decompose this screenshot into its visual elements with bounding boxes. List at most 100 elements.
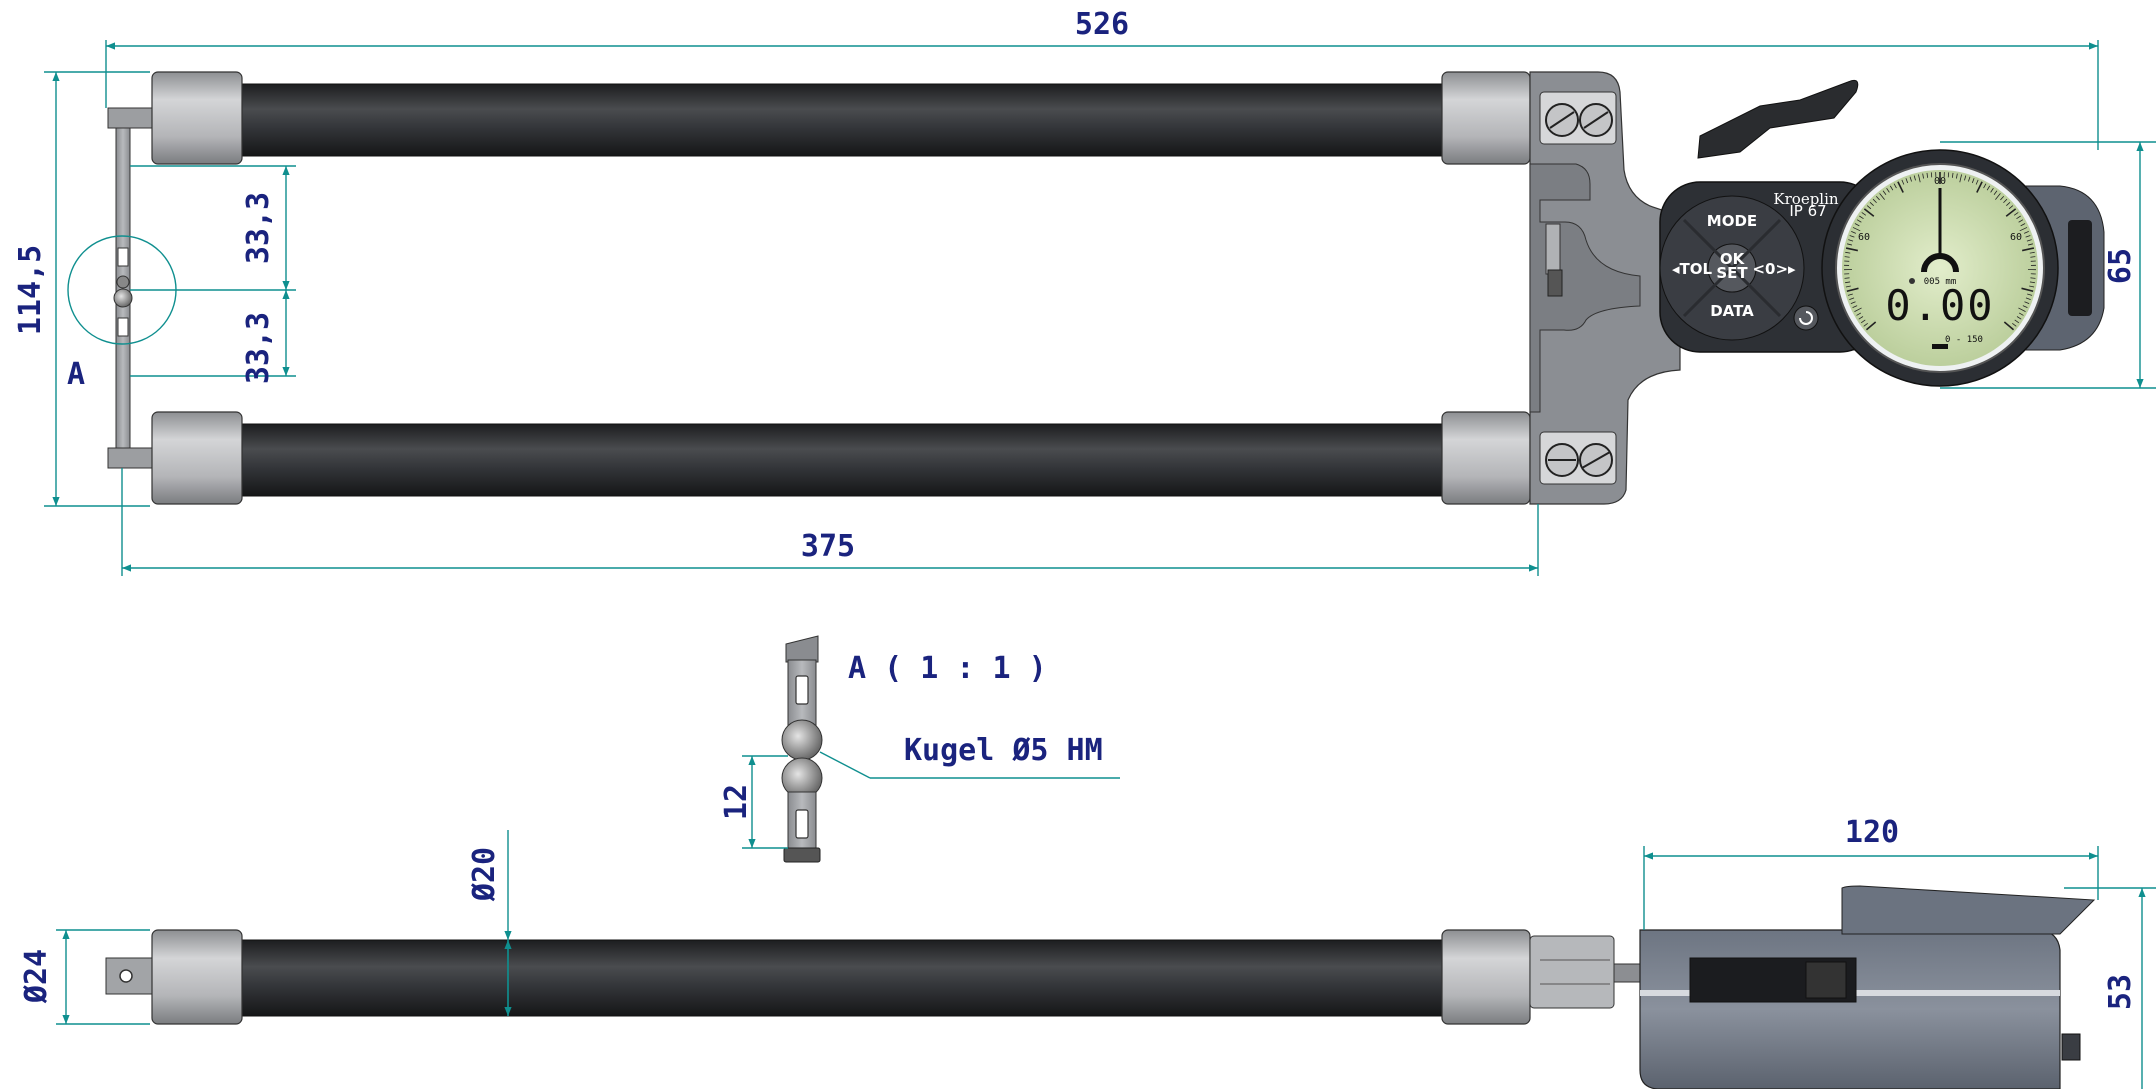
dial-tick — [1893, 183, 1897, 189]
dial-tick — [1845, 281, 1851, 284]
detail-marker-a: A — [67, 235, 177, 392]
dial-tick — [2019, 227, 2028, 232]
dial-tick — [1971, 178, 1975, 184]
dial-tick — [1976, 181, 1983, 193]
dial-tick — [2021, 287, 2034, 293]
dial-tick — [1872, 198, 1877, 204]
svg-text:Ø20: Ø20 — [467, 847, 502, 902]
dim-bar-diameter: Ø20 — [467, 830, 512, 1016]
dial-tick — [1882, 190, 1887, 195]
dial-tick — [2029, 281, 2035, 284]
dial-tick — [1845, 285, 1851, 288]
lcd-reading: 0.00 — [1885, 281, 1994, 330]
dial-tick — [2021, 247, 2035, 252]
dial-tick — [1905, 178, 1909, 184]
dial-tick — [1918, 174, 1921, 183]
tol-button[interactable]: ◂TOL — [1672, 260, 1713, 278]
dial-tick — [1956, 173, 1958, 179]
dial-tick — [2018, 219, 2024, 223]
dial-ticks — [1844, 172, 2036, 331]
dial-tick — [1975, 179, 1979, 185]
detail-title: A ( 1 : 1 ) — [848, 651, 1047, 686]
dial-tick — [1926, 172, 1929, 178]
dial-tick — [1968, 176, 1971, 182]
dial-right-label: 60 — [2010, 232, 2022, 243]
dim-gauge-height: 65 — [1940, 141, 2156, 389]
dim-frame-height: 114,5 — [13, 71, 150, 507]
dial-tick — [1889, 185, 1894, 191]
upper-bar — [151, 71, 1531, 165]
dial-tick — [1879, 193, 1885, 200]
dial-tick — [1844, 277, 1850, 279]
dim-inner-length: 375 — [121, 468, 1539, 576]
side-view — [105, 885, 2096, 1089]
dial-tick — [1959, 174, 1962, 183]
dial-tick — [1845, 247, 1859, 252]
set-button[interactable]: SET — [1716, 264, 1748, 282]
dial-tick — [1865, 321, 1877, 331]
dial-tick — [2003, 321, 2015, 331]
dial-tick — [1856, 312, 1862, 316]
dial-tick — [1861, 212, 1867, 216]
data-button[interactable]: DATA — [1710, 302, 1754, 320]
dial-tick — [1860, 319, 1866, 324]
dim-lower-spacing: 33,3 — [130, 290, 296, 384]
dial-tick — [2020, 223, 2026, 227]
svg-text:53: 53 — [2103, 974, 2138, 1010]
dial-tick — [1847, 293, 1853, 296]
lower-bar — [151, 411, 1531, 505]
frame-bracket — [1529, 71, 1681, 505]
dial-tick — [2006, 201, 2011, 206]
dial-tick — [1863, 322, 1868, 327]
dial-tick — [2025, 297, 2031, 300]
dial-tick — [2026, 239, 2032, 242]
dial-tick — [2016, 316, 2022, 320]
zero-button[interactable]: <0>▸ — [1752, 260, 1796, 278]
dial-tick — [1852, 305, 1858, 309]
dial-tick — [2003, 198, 2008, 204]
dial-tick — [2000, 195, 2005, 201]
dial-tick — [2027, 243, 2034, 246]
dial-tick — [2013, 212, 2019, 216]
dial-tick — [1983, 183, 1987, 189]
dial-tick — [2022, 305, 2028, 309]
dial-tick — [1854, 223, 1860, 227]
dial-tick — [1986, 185, 1991, 191]
ball-note: Kugel Ø5 HM — [904, 733, 1103, 768]
dial-tick — [1849, 297, 1855, 300]
dial-tick — [2029, 251, 2035, 254]
dial-tick — [1848, 239, 1854, 242]
digital-gauge: 00 60 60 005 mm 0.00 0 - 150 Kroeplin IP… — [1659, 149, 2105, 387]
dial-tick — [1897, 181, 1904, 193]
dial-tick — [1875, 195, 1880, 201]
ok-button[interactable]: OK — [1720, 250, 1746, 268]
dial-tick — [2024, 301, 2030, 305]
dial-tick — [1858, 316, 1864, 320]
dial-tick — [1913, 175, 1916, 181]
dim-gauge-width: 120 — [1643, 815, 2099, 930]
dial-tick — [1886, 188, 1890, 193]
detail-a-view: A ( 1 : 1 ) Kugel Ø5 HM 12 — [719, 635, 1120, 863]
svg-text:33,3: 33,3 — [241, 192, 276, 264]
dial-tick — [1922, 173, 1924, 179]
dial-tick — [1854, 307, 1862, 312]
svg-text:120: 120 — [1845, 815, 1899, 850]
svg-text:526: 526 — [1075, 7, 1129, 42]
dial-tick — [2030, 256, 2036, 258]
dial-tick — [1845, 251, 1851, 254]
svg-text:65: 65 — [2103, 248, 2138, 284]
left-contact-rod — [107, 107, 155, 469]
dim-overall-length: 526 — [105, 7, 2099, 150]
dial-tick — [1951, 172, 1954, 178]
brand-label: Kroeplin — [1773, 190, 1838, 208]
mode-button[interactable]: MODE — [1707, 212, 1757, 230]
dim-gauge-depth: 53 — [2064, 887, 2156, 1089]
svg-text:114,5: 114,5 — [13, 245, 48, 335]
dim-end-diameter: Ø24 — [19, 929, 150, 1025]
dial-left-label: 60 — [1858, 232, 1870, 243]
svg-text:A: A — [67, 357, 85, 392]
dial-tick — [2012, 322, 2017, 327]
dial-tick — [1844, 256, 1850, 258]
unit-label: 005 mm — [1924, 277, 1957, 287]
